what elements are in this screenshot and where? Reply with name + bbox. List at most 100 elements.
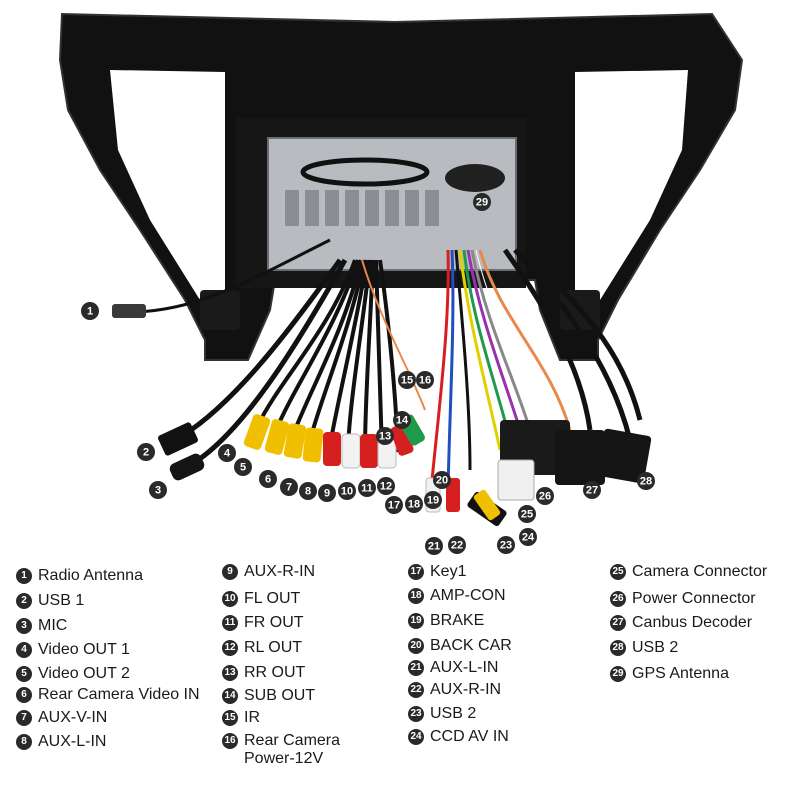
marker-number: 29 bbox=[476, 197, 488, 209]
legend-number-badge: 13 bbox=[222, 665, 238, 681]
marker-number: 3 bbox=[155, 485, 161, 497]
legend-number-badge: 12 bbox=[222, 640, 238, 656]
legend-number-badge: 15 bbox=[222, 710, 238, 726]
marker-number: 9 bbox=[324, 488, 330, 500]
legend-label: IR bbox=[244, 709, 260, 726]
legend-label: AUX-L-IN bbox=[430, 659, 499, 676]
canbus-decoder-box bbox=[555, 430, 605, 485]
marker-number: 28 bbox=[640, 476, 652, 488]
marker-25: 25 bbox=[518, 505, 536, 523]
legend-label: Rear Camera Video IN bbox=[38, 686, 200, 703]
ccd-av-plug bbox=[473, 489, 501, 521]
marker-1: 1 bbox=[81, 302, 99, 320]
legend-label: MIC bbox=[38, 617, 68, 634]
legend-label: AUX-R-IN bbox=[244, 563, 316, 580]
marker-12: 12 bbox=[377, 477, 395, 495]
marker-24: 24 bbox=[519, 528, 537, 546]
marker-29: 29 bbox=[473, 193, 491, 211]
legend-number-badge: 22 bbox=[408, 682, 424, 698]
legend-number-badge: 20 bbox=[408, 638, 424, 654]
legend-number-badge: 6 bbox=[16, 687, 32, 703]
marker-18: 18 bbox=[405, 495, 423, 513]
marker-number: 1 bbox=[87, 306, 93, 318]
legend-number-badge: 28 bbox=[610, 640, 626, 656]
mic-plug bbox=[169, 453, 205, 481]
marker-7: 7 bbox=[280, 478, 298, 496]
marker-number: 5 bbox=[240, 462, 246, 474]
legend-item-15: 15 IR bbox=[222, 709, 260, 727]
marker-10: 10 bbox=[338, 482, 356, 500]
marker-20: 20 bbox=[433, 471, 451, 489]
marker-number: 24 bbox=[522, 532, 535, 544]
legend-label: GPS Antenna bbox=[632, 665, 729, 682]
marker-number: 17 bbox=[388, 500, 400, 512]
legend-item-11: 11 FR OUT bbox=[222, 614, 304, 632]
legend-label: AMP-CON bbox=[430, 587, 506, 604]
marker-number: 19 bbox=[427, 495, 439, 507]
legend-number-badge: 10 bbox=[222, 591, 238, 607]
legend-label: FL OUT bbox=[244, 590, 301, 607]
marker-number: 16 bbox=[419, 375, 431, 387]
legend-number-badge: 8 bbox=[16, 734, 32, 750]
legend-label: FR OUT bbox=[244, 614, 304, 631]
marker-21: 21 bbox=[425, 537, 443, 555]
legend-number-badge: 21 bbox=[408, 660, 424, 676]
marker-number: 23 bbox=[500, 540, 512, 552]
legend-label: Rear Camera Power-12V bbox=[244, 732, 341, 767]
legend-number-badge: 9 bbox=[222, 564, 238, 580]
marker-17: 17 bbox=[385, 496, 403, 514]
marker-number: 11 bbox=[361, 483, 373, 495]
legend-number-badge: 4 bbox=[16, 642, 32, 658]
marker-number: 12 bbox=[380, 481, 392, 493]
legend-label: Video OUT 1 bbox=[38, 641, 130, 658]
marker-8: 8 bbox=[299, 482, 317, 500]
legend-item-10: 10 FL OUT bbox=[222, 590, 300, 608]
legend-number-badge: 3 bbox=[16, 618, 32, 634]
marker-number: 4 bbox=[224, 448, 231, 460]
legend-item-9: 9 AUX-R-IN bbox=[222, 563, 315, 581]
legend-label: USB 1 bbox=[38, 592, 85, 609]
marker-9: 9 bbox=[318, 484, 336, 502]
usb1-plug bbox=[158, 422, 198, 456]
marker-13: 13 bbox=[376, 427, 394, 445]
marker-number: 21 bbox=[428, 541, 440, 553]
legend-item-2: 2 USB 1 bbox=[16, 592, 84, 610]
legend-label: Radio Antenna bbox=[38, 567, 143, 584]
legend-number-badge: 26 bbox=[610, 591, 626, 607]
camera-connector-plug bbox=[497, 459, 535, 501]
marker-15: 15 bbox=[398, 371, 416, 389]
legend-number-badge: 11 bbox=[222, 615, 238, 631]
legend-label: AUX-L-IN bbox=[38, 733, 107, 750]
marker-number: 25 bbox=[521, 509, 533, 521]
legend-number-badge: 29 bbox=[610, 666, 626, 682]
legend-item-20: 20 BACK CAR bbox=[408, 637, 512, 655]
marker-11: 11 bbox=[358, 479, 376, 497]
legend-number-badge: 2 bbox=[16, 593, 32, 609]
legend-item-13: 13 RR OUT bbox=[222, 664, 305, 682]
legend-item-8: 8 AUX-L-IN bbox=[16, 733, 106, 751]
legend-label: Camera Connector bbox=[632, 563, 768, 580]
marker-3: 3 bbox=[149, 481, 167, 499]
legend-label: RR OUT bbox=[244, 664, 306, 681]
marker-26: 26 bbox=[536, 487, 554, 505]
legend-label: SUB OUT bbox=[244, 687, 316, 704]
legend-item-21: 21 AUX-L-IN bbox=[408, 659, 498, 677]
legend-number-badge: 23 bbox=[408, 706, 424, 722]
aux-r-plug bbox=[446, 478, 460, 512]
marker-number: 20 bbox=[436, 475, 448, 487]
legend-number-badge: 19 bbox=[408, 613, 424, 629]
marker-number: 22 bbox=[451, 540, 463, 552]
legend-number-badge: 7 bbox=[16, 710, 32, 726]
marker-number: 7 bbox=[286, 482, 292, 494]
legend-label: BACK CAR bbox=[430, 637, 512, 654]
